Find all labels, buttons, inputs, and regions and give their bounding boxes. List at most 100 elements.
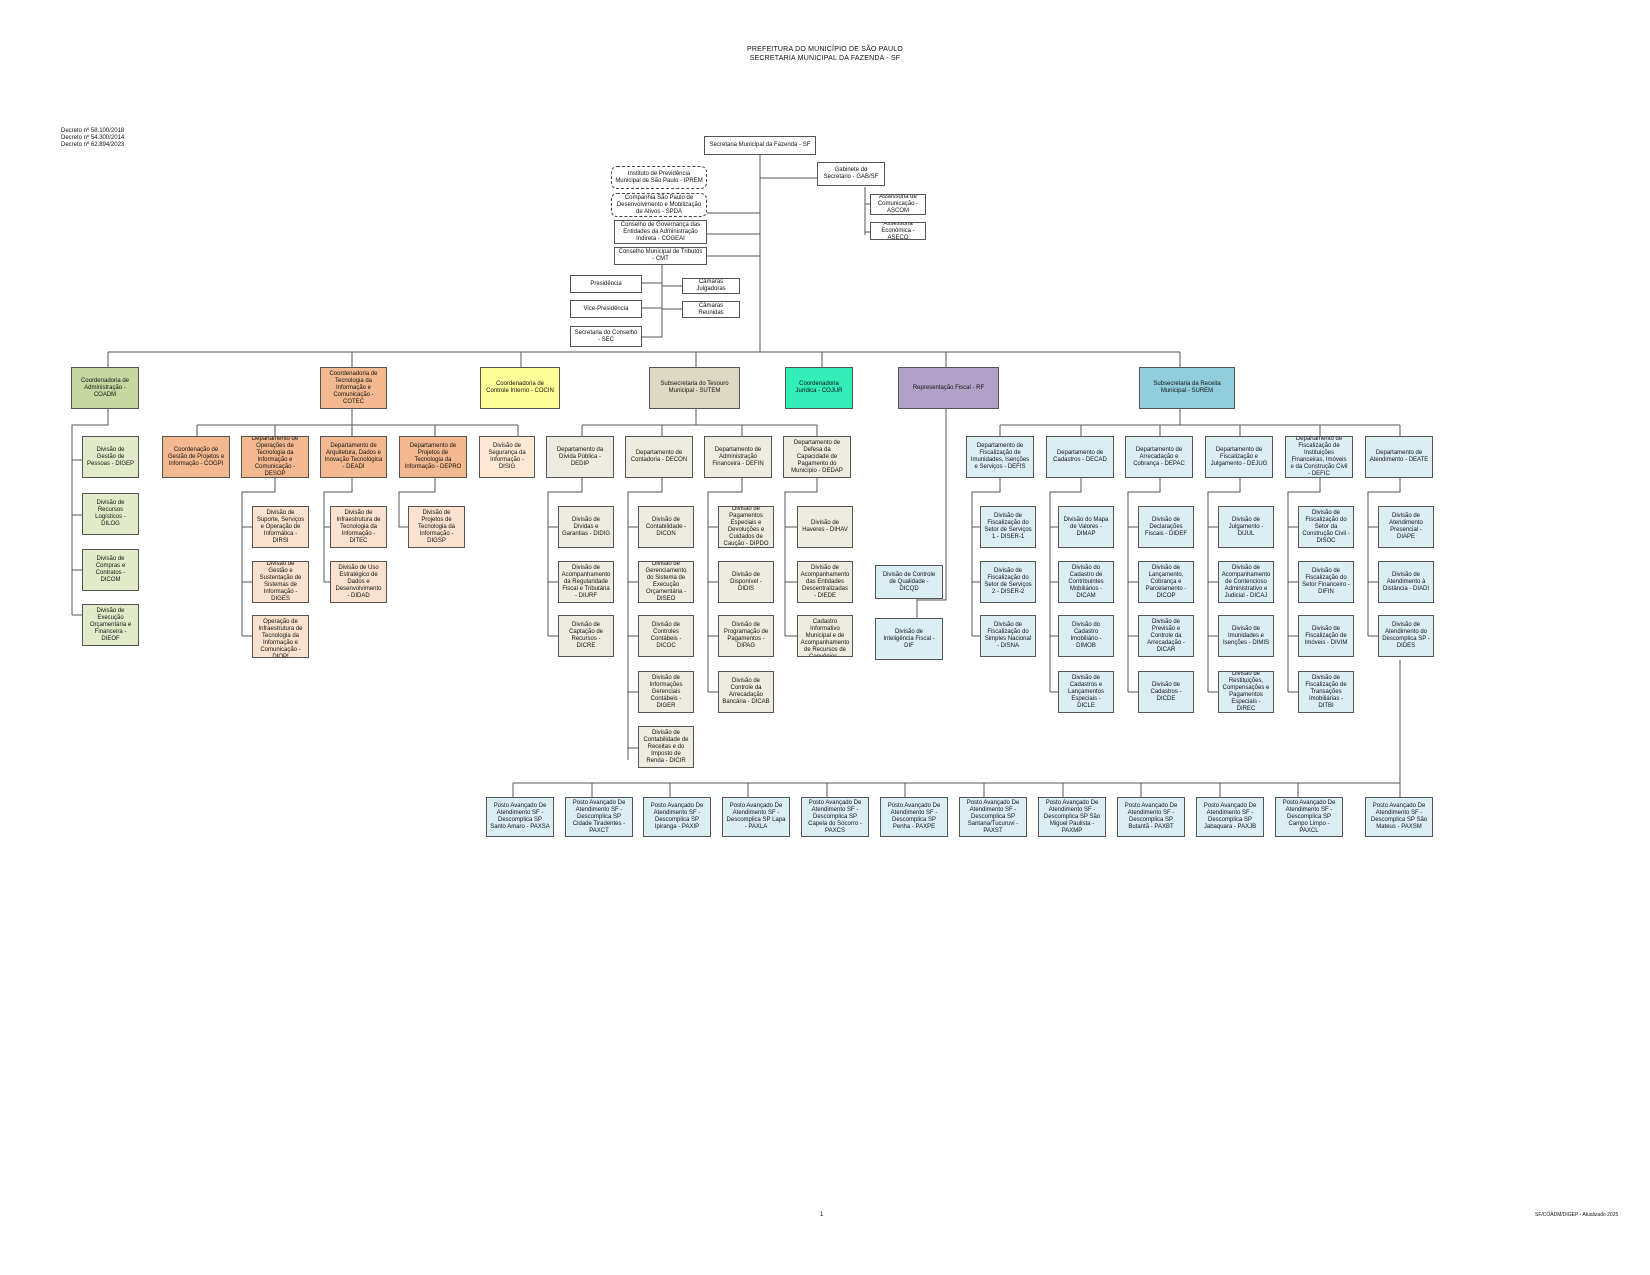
box-dides[interactable]: Divisão de Atendimento do Descomplica SP… bbox=[1378, 615, 1434, 657]
box-dicoc[interactable]: Divisão de Controles Contábeis - DICOC bbox=[638, 615, 694, 657]
box-didis[interactable]: Divisão de Disponível - DIDIS bbox=[718, 561, 774, 603]
box-dedap[interactable]: Departamento de Defesa da Capacidade de … bbox=[783, 436, 851, 478]
box-desop[interactable]: Departamento de Operações de Tecnologia … bbox=[241, 436, 309, 478]
box-dicir[interactable]: Divisão de Contabilidade de Receitas e d… bbox=[638, 726, 694, 768]
box-paxst[interactable]: Posto Avançado De Atendimento SF - Desco… bbox=[959, 797, 1027, 837]
box-digsp[interactable]: Divisão de Projetos de Tecnologia da Inf… bbox=[408, 506, 465, 548]
box-disna[interactable]: Divisão de Fiscalização do Simples Nacio… bbox=[980, 615, 1036, 657]
box-dicon[interactable]: Divisão de Contabilidade - DICON bbox=[638, 506, 694, 548]
box-paxcl[interactable]: Posto Avançado De Atendimento SF - Desco… bbox=[1275, 797, 1343, 837]
box-cojur[interactable]: Coordenadoria Jurídica - COJUR bbox=[785, 367, 853, 409]
box-dicab[interactable]: Divisão de Controle da Arrecadação Bancá… bbox=[718, 671, 774, 713]
box-diurf[interactable]: Divisão de Acompanhamento da Regularidad… bbox=[558, 561, 614, 603]
box-deate[interactable]: Departamento de Atendimento - DEATE bbox=[1365, 436, 1433, 478]
box-diser1[interactable]: Divisão de Fiscalização do Setor de Serv… bbox=[980, 506, 1036, 548]
box-dieof[interactable]: Divisão de Execução Orçamentária e Finan… bbox=[82, 604, 139, 646]
box-dicop[interactable]: Divisão de Lançamento, Cobrança e Parcel… bbox=[1138, 561, 1194, 603]
box-aseco[interactable]: Assessoria Econômica - ASECO bbox=[870, 222, 926, 240]
box-defin[interactable]: Departamento de Administração Financeira… bbox=[704, 436, 772, 478]
box-dijul[interactable]: Divisão de Julgamento - DIJUL bbox=[1218, 506, 1274, 548]
box-diseo[interactable]: Divisão de Gerenciamento do Sistema de E… bbox=[638, 561, 694, 603]
header-line2: SECRETARIA MUNICIPAL DA FAZENDA - SF bbox=[749, 55, 901, 62]
box-surem[interactable]: Subsecretaria da Receita Municipal - SUR… bbox=[1139, 367, 1235, 409]
box-dirsi[interactable]: Divisão de Suporte, Serviços e Operação … bbox=[252, 506, 309, 548]
box-presidencia[interactable]: Presidência bbox=[570, 275, 642, 293]
box-dipdo[interactable]: Divisão de Pagamentos Especiais e Devolu… bbox=[718, 506, 774, 548]
box-dicam[interactable]: Divisão do Cadastro de Contribuintes Mob… bbox=[1058, 561, 1114, 603]
box-ascom[interactable]: Assessoria de Comunicação - ASCOM bbox=[870, 194, 926, 215]
box-defis[interactable]: Departamento de Fiscalização de Imunidad… bbox=[966, 436, 1034, 478]
box-diges[interactable]: Divisão de Gestão e Sustentação de Siste… bbox=[252, 561, 309, 603]
box-sutem[interactable]: Subsecretaria do Tesouro Municipal - SUT… bbox=[649, 367, 740, 409]
box-coadm[interactable]: Coordenadoria de Administração - COADM bbox=[71, 367, 139, 409]
box-dicde[interactable]: Divisão de Cadastros - DICDE bbox=[1138, 671, 1194, 713]
box-paxsa[interactable]: Posto Avançado De Atendimento SF - Desco… bbox=[486, 797, 554, 837]
box-paxct[interactable]: Posto Avançado De Atendimento SF - Desco… bbox=[565, 797, 633, 837]
box-cocin[interactable]: Coordenadoria de Controle Interno - COCI… bbox=[480, 367, 560, 409]
box-divim[interactable]: Divisão de Fiscalização de Imóveis - DIV… bbox=[1298, 615, 1354, 657]
box-dimap[interactable]: Divisão do Mapa de Valores - DIMAP bbox=[1058, 506, 1114, 548]
box-defic[interactable]: Departamento de Fiscalização de Institui… bbox=[1285, 436, 1353, 478]
box-diape[interactable]: Divisão de Atendimento Presencial - DIAP… bbox=[1378, 506, 1434, 548]
box-dedip[interactable]: Departamento da Dívida Pública - DEDIP bbox=[546, 436, 614, 478]
box-paxcs[interactable]: Posto Avançado De Atendimento SF - Desco… bbox=[801, 797, 869, 837]
box-decad[interactable]: Departamento de Cadastros - DECAD bbox=[1046, 436, 1114, 478]
box-depro[interactable]: Departamento de Projetos de Tecnologia d… bbox=[399, 436, 467, 478]
box-didef[interactable]: Divisão de Declarações Fiscais - DIDEF bbox=[1138, 506, 1194, 548]
box-cmt[interactable]: Conselho Municipal de Tributos - CMT bbox=[614, 247, 707, 265]
box-digep[interactable]: Divisão de Gestão de Pessoas - DIGEP bbox=[82, 436, 139, 478]
box-paxmp[interactable]: Posto Avançado De Atendimento SF - Desco… bbox=[1038, 797, 1106, 837]
box-dicre[interactable]: Divisão de Captação de Recursos - DICRE bbox=[558, 615, 614, 657]
box-disoc[interactable]: Divisão de Fiscalização do Setor da Cons… bbox=[1298, 506, 1354, 548]
box-didad[interactable]: Divisão de Uso Estratégico de Dados e De… bbox=[330, 561, 387, 603]
box-deadi[interactable]: Departamento de Arquitetura, Dados e Ino… bbox=[320, 436, 387, 478]
box-rf[interactable]: Representação Fiscal - RF bbox=[898, 367, 999, 409]
box-paxip[interactable]: Posto Avançado De Atendimento SF - Desco… bbox=[643, 797, 711, 837]
box-camaras-julgadoras[interactable]: Câmaras Julgadoras bbox=[682, 278, 740, 294]
box-dihav[interactable]: Divisão de Haveres - DIHAV bbox=[797, 506, 853, 548]
box-sf[interactable]: Secretaria Municipal da Fazenda - SF bbox=[704, 136, 816, 155]
decree-3: Decreto nº 62.894/2023 bbox=[61, 142, 125, 148]
box-disig[interactable]: Divisão de Segurança da Informação - DIS… bbox=[479, 436, 535, 478]
box-dicom[interactable]: Divisão de Compras e Contratos - DICOM bbox=[82, 549, 139, 591]
box-paxpe[interactable]: Posto Avançado De Atendimento SF - Desco… bbox=[880, 797, 948, 837]
box-dicec[interactable]: Divisão de Gestão do Cadastro Informativ… bbox=[797, 615, 853, 657]
box-dimob[interactable]: Divisão do Cadastro Imobiliário - DIMOB bbox=[1058, 615, 1114, 657]
box-dicle[interactable]: Divisão de Cadastros e Lançamentos Espec… bbox=[1058, 671, 1114, 713]
box-diadi[interactable]: Divisão de Atendimento à Distância - DIA… bbox=[1378, 561, 1434, 603]
box-cotec[interactable]: Coordenadoria de Tecnologia da Informaçã… bbox=[320, 367, 387, 409]
box-diger[interactable]: Divisão de Informações Gerenciais Contáb… bbox=[638, 671, 694, 713]
box-paxsm[interactable]: Posto Avançado De Atendimento SF - Desco… bbox=[1365, 797, 1433, 837]
box-paxbt[interactable]: Posto Avançado De Atendimento SF - Desco… bbox=[1117, 797, 1185, 837]
box-spda[interactable]: Companhia São Paulo de Desenvolvimento e… bbox=[611, 193, 707, 217]
box-dimis[interactable]: Divisão de Imunidades e Isenções - DIMIS bbox=[1218, 615, 1274, 657]
box-decon[interactable]: Departamento de Contadoria - DECON bbox=[625, 436, 693, 478]
box-paxjb[interactable]: Posto Avançado De Atendimento SF - Desco… bbox=[1196, 797, 1264, 837]
box-depac[interactable]: Departamento de Arrecadação e Cobrança -… bbox=[1125, 436, 1193, 478]
box-dipag[interactable]: Divisão de Programação de Pagamentos - D… bbox=[718, 615, 774, 657]
box-ditbi[interactable]: Divisão de Fiscalização de Transações Im… bbox=[1298, 671, 1354, 713]
box-diede[interactable]: Divisão de Acompanhamento das Entidades … bbox=[797, 561, 853, 603]
box-dejug[interactable]: Departamento de Fiscalização e Julgament… bbox=[1205, 436, 1273, 478]
box-paxla[interactable]: Posto Avançado De Atendimento SF - Desco… bbox=[722, 797, 790, 837]
box-gab[interactable]: Gabinete do Secretário - GAB/SF bbox=[817, 162, 885, 186]
box-didig[interactable]: Divisão de Dívidas e Garantias - DIDIG bbox=[558, 506, 614, 548]
box-iprem[interactable]: Instituto de Previdência Municipal de Sã… bbox=[611, 166, 707, 189]
box-cogeai[interactable]: Conselho de Governança das Entidades da … bbox=[614, 220, 707, 244]
box-camaras-reunidas[interactable]: Câmaras Reunidas bbox=[682, 301, 740, 318]
box-vice-presidencia[interactable]: Vice-Presidência bbox=[570, 300, 642, 318]
box-secretaria-conselho[interactable]: Secretaria do Conselho - SEC bbox=[570, 326, 642, 347]
box-diser2[interactable]: Divisão de Fiscalização do Setor de Serv… bbox=[980, 561, 1036, 603]
box-dif[interactable]: Divisão de Inteligência Fiscal - DIF bbox=[875, 618, 943, 660]
box-dicqd[interactable]: Divisão de Controle de Qualidade - DICQD bbox=[875, 565, 943, 599]
box-dilog[interactable]: Divisão de Recursos Logísticos - DILOG bbox=[82, 493, 139, 535]
box-difin[interactable]: Divisão de Fiscalização do Setor Finance… bbox=[1298, 561, 1354, 603]
box-dicaj[interactable]: Divisão de Acompanhamento de Contencioso… bbox=[1218, 561, 1274, 603]
box-ditec[interactable]: Divisão de Infraestrutura de Tecnologia … bbox=[330, 506, 387, 548]
box-diopi[interactable]: Divisão de Operação de Infraestrutura de… bbox=[252, 615, 309, 658]
box-dicar[interactable]: Divisão de Previsão e Controle da Arreca… bbox=[1138, 615, 1194, 657]
box-direc[interactable]: Divisão de Restituições, Compensações e … bbox=[1218, 671, 1274, 713]
box-cogpi[interactable]: Coordenação de Gestão de Projetos e Info… bbox=[162, 436, 230, 478]
decree-2: Decreto nº 54.300/2014 bbox=[61, 135, 125, 141]
